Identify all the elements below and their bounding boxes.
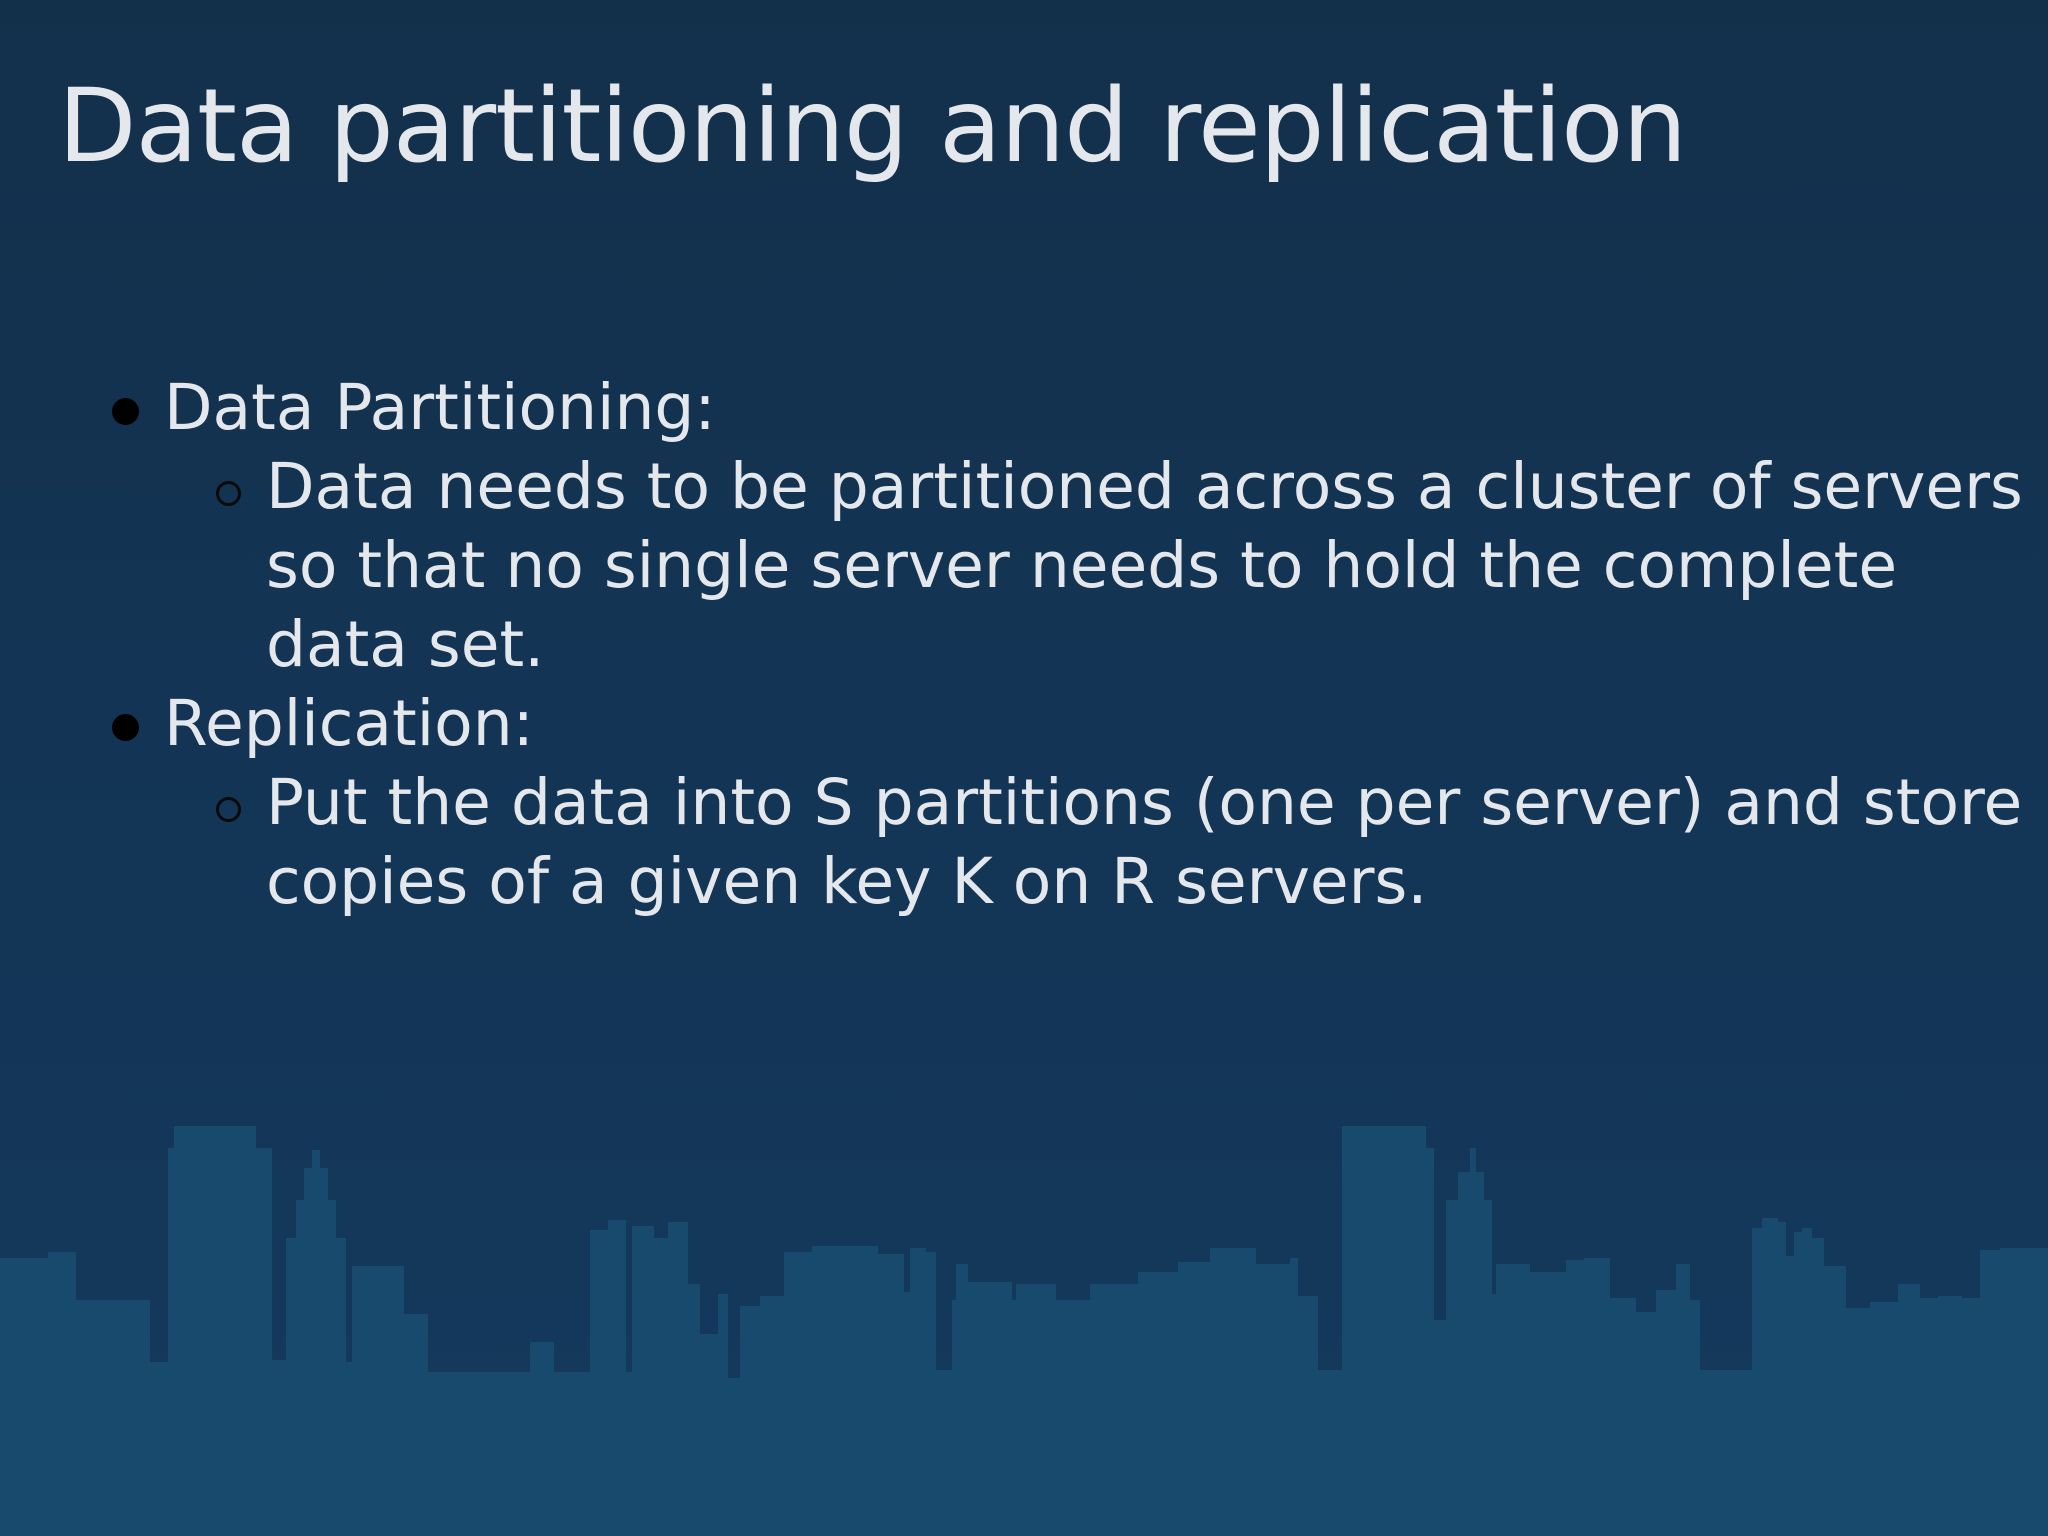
sub-bullet-text-line: Data needs to be partitioned across a cl… [266,450,2023,523]
sub-bullet-text-line: Put the data into S partitions (one per … [266,766,2023,839]
sub-bullet-text-line: copies of a given key K on R servers. [266,845,1428,918]
bullet-label: Replication: [164,687,534,760]
bullet-label: Data Partitioning: [164,371,716,444]
hollow-circle-icon [216,797,241,822]
sub-bullet-list: Data needs to be partitioned across a cl… [164,447,2023,684]
hollow-circle-icon [216,481,241,506]
sub-bullet-text-line: data set. [266,608,545,681]
sub-bullet-list: Put the data into S partitions (one per … [164,763,2023,921]
sub-bullet-text-line: so that no single server needs to hold t… [266,529,1898,602]
filled-circle-icon [112,714,139,741]
sub-bullet-item: Data needs to be partitioned across a cl… [164,447,2023,684]
sub-bullet-item: Put the data into S partitions (one per … [164,763,2023,921]
filled-circle-icon [112,398,139,425]
page-title: Data partitioning and replication [58,67,1687,186]
bullet-item-data-partitioning: Data Partitioning: Data needs to be part… [104,368,2023,684]
bullet-list: Data Partitioning: Data needs to be part… [104,368,2023,921]
bullet-item-replication: Replication: Put the data into S partiti… [104,684,2023,921]
